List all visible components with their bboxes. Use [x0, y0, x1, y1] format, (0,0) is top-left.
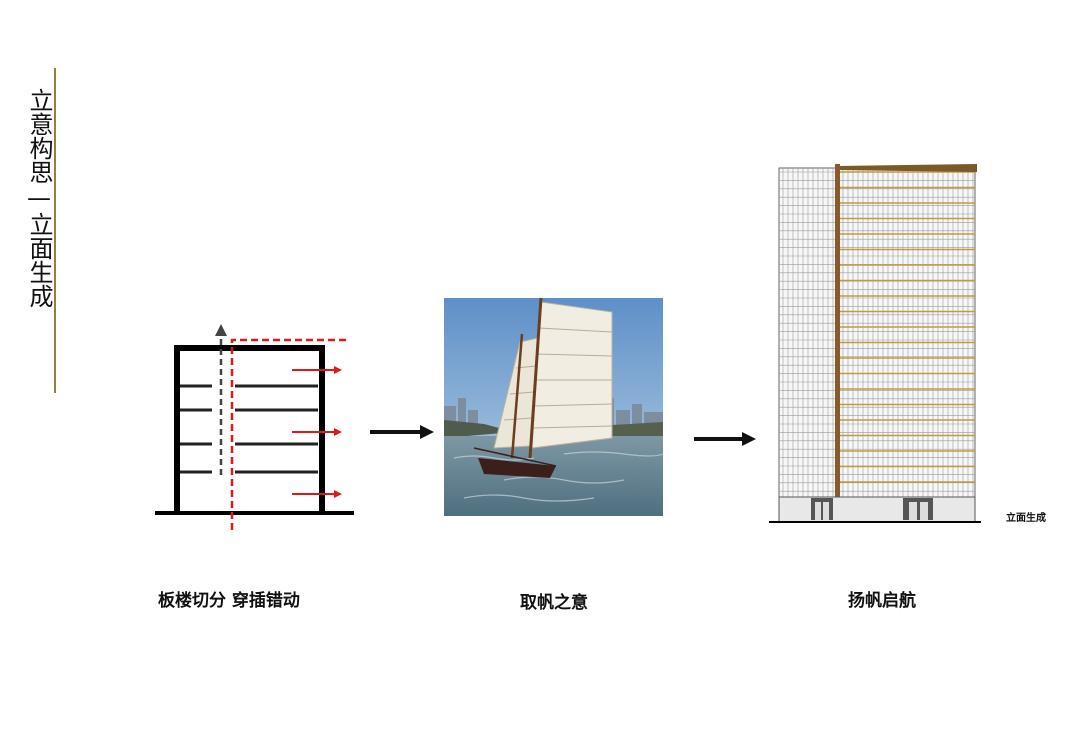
window-grid — [779, 168, 975, 500]
title-rule — [54, 68, 56, 393]
entrance-left — [811, 498, 833, 520]
elevation-label: 立面生成 — [1006, 513, 1046, 524]
flow-arrow-1 — [370, 425, 434, 439]
mast — [835, 164, 840, 500]
floor-lines — [180, 384, 318, 474]
sail-bands — [839, 171, 975, 499]
massing-diagram — [155, 324, 354, 530]
roof-cap — [837, 164, 977, 172]
red-push-arrows — [292, 366, 342, 498]
sailboat-image — [444, 297, 664, 516]
tower-elevation — [769, 164, 981, 523]
lift-arrow — [215, 324, 227, 475]
sails — [493, 297, 613, 459]
right-slab — [838, 167, 976, 523]
caption-step3: 扬帆启航 — [848, 591, 916, 611]
caption-step2: 取帆之意 — [520, 593, 588, 613]
flow-arrow-2 — [694, 432, 756, 446]
entrance-right — [903, 498, 933, 520]
podium — [778, 496, 976, 523]
page-title: 立意构思—立面生成 — [25, 88, 53, 308]
caption-step1: 板楼切分 穿插错动 — [158, 591, 300, 611]
building-outline — [155, 345, 354, 515]
hull — [478, 458, 556, 478]
red-shift-line — [230, 338, 348, 530]
